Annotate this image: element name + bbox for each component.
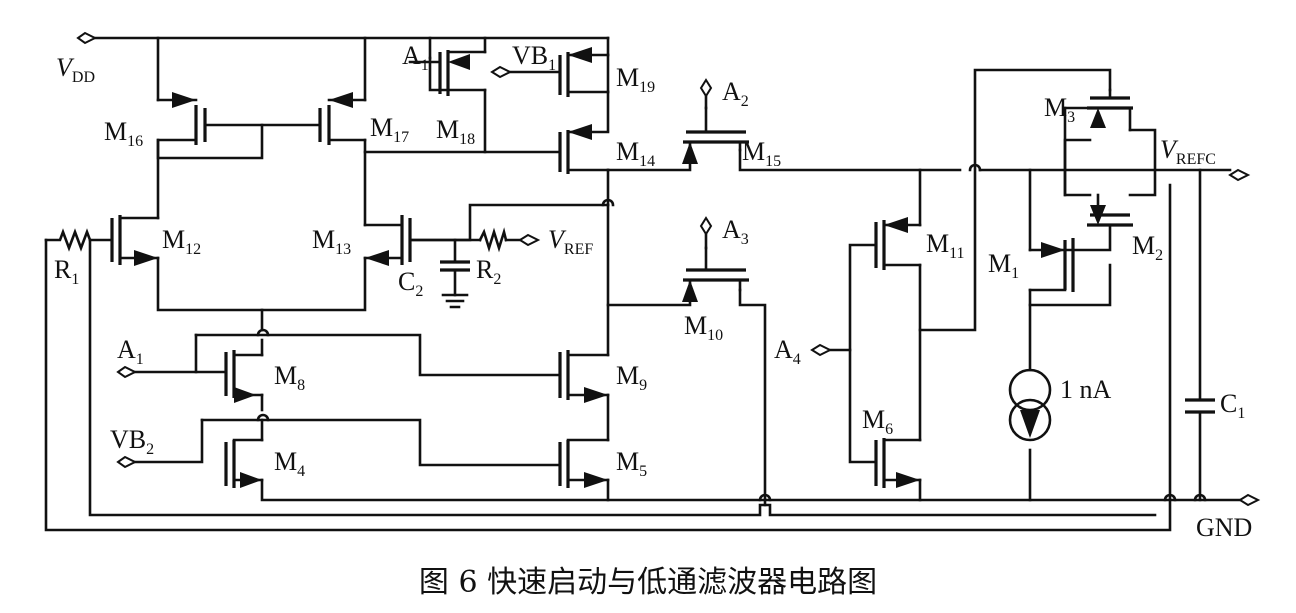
transistor-m6	[874, 438, 922, 488]
transistor-m12	[110, 215, 160, 266]
transistor-m15	[682, 130, 749, 164]
node-labels: VDD A1 VB1 A2 A3 VREF R1 R2 C2 A1 VB2 A4…	[54, 41, 1252, 542]
label-r1: R1	[54, 255, 79, 288]
label-m3: M3	[1044, 93, 1075, 126]
label-m17: M17	[370, 113, 409, 146]
label-m2: M2	[1132, 231, 1163, 264]
label-m11: M11	[926, 229, 965, 262]
crossover-hops	[256, 163, 1207, 502]
label-m10: M10	[684, 311, 723, 344]
label-m16: M16	[104, 117, 143, 150]
label-m13: M13	[312, 225, 351, 258]
transistor-m13	[363, 215, 412, 266]
transistor-m4	[224, 438, 264, 488]
transistor-m1	[1028, 238, 1075, 292]
transistor-m2	[1087, 193, 1133, 227]
transistor-m17	[318, 92, 367, 145]
capacitor-c2	[440, 260, 470, 309]
transistor-m10	[682, 268, 749, 302]
label-a3: A3	[722, 215, 749, 248]
transistor-m8	[194, 350, 264, 403]
label-a2: A2	[722, 77, 749, 110]
label-m9: M9	[616, 361, 647, 394]
resistor-r2	[478, 227, 508, 253]
label-vb1: VB1	[512, 41, 556, 74]
label-a1-mid: A1	[117, 335, 144, 368]
label-a1-top: A1	[402, 41, 429, 74]
label-m6: M6	[862, 405, 893, 438]
transistor-m3	[1063, 88, 1133, 132]
figure-caption: 图 6 快速启动与低通滤波器电路图	[419, 565, 877, 600]
transistor-m14	[558, 124, 610, 174]
label-r2: R2	[476, 255, 501, 288]
transistor-m9	[558, 350, 610, 403]
label-c1: C1	[1220, 389, 1245, 422]
label-vrefc: VREFC	[1160, 135, 1216, 168]
label-m18: M18	[436, 115, 475, 148]
label-m19: M19	[616, 63, 655, 96]
label-c2: C2	[398, 267, 423, 300]
transistor-m16	[156, 92, 207, 145]
label-m4: M4	[274, 447, 305, 480]
label-gnd: GND	[1196, 513, 1252, 542]
label-a4: A4	[774, 335, 801, 368]
transistor-m5	[558, 438, 610, 488]
label-vdd: VDD	[56, 53, 95, 86]
label-m15: M15	[742, 137, 781, 170]
transistor-m11	[874, 217, 922, 270]
label-m1: M1	[988, 249, 1019, 282]
label-m5: M5	[616, 447, 647, 480]
label-1na: 1 nA	[1060, 375, 1112, 404]
label-m14: M14	[616, 137, 655, 170]
current-source-1na	[1008, 368, 1052, 442]
capacitor-c1	[1185, 398, 1215, 414]
resistor-r1	[44, 228, 92, 252]
transistor-labels: M16 M17 M18 M19 M14 M15 M12 M13 M10 M1 1 …	[104, 63, 1163, 480]
label-vb2: VB2	[110, 425, 154, 458]
label-m8: M8	[274, 361, 305, 394]
transistor-m19	[558, 47, 610, 97]
transistor-m18	[438, 50, 487, 96]
pin-connectors	[76, 31, 1261, 507]
label-m12: M12	[162, 225, 201, 258]
label-vref: VREF	[548, 225, 593, 258]
